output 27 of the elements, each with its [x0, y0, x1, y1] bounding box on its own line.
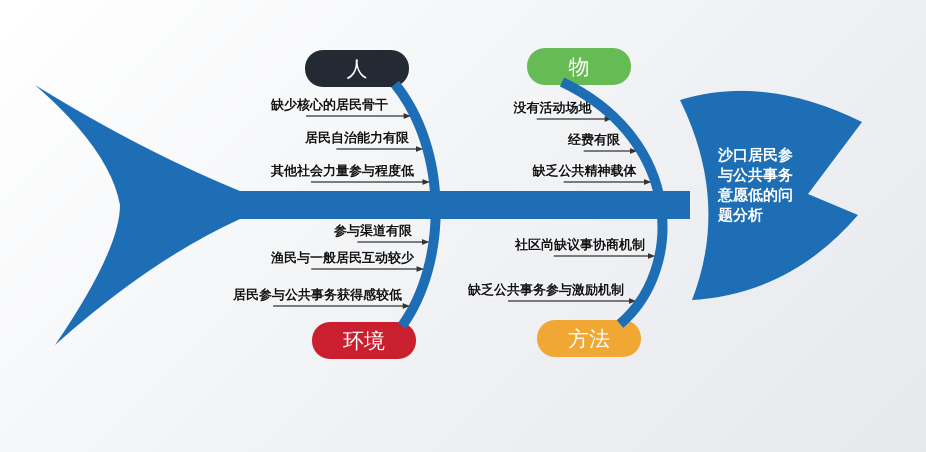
- arrow: [584, 148, 638, 154]
- arrow: [357, 239, 430, 245]
- cause-text: 参与渠道有限: [334, 224, 412, 240]
- arrow: [564, 179, 652, 185]
- cause-text: 缺乏公共精神载体: [532, 164, 636, 180]
- arrow: [508, 298, 636, 304]
- cause-text: 居民参与公共事务获得感较低: [233, 288, 402, 304]
- category-label: 物: [527, 48, 631, 85]
- cause-text: 居民自治能力有限: [305, 131, 410, 147]
- cause-text: 没有活动场地: [513, 101, 592, 117]
- arrow: [311, 266, 424, 272]
- arrow: [554, 253, 656, 259]
- category-label: 方法: [537, 320, 641, 357]
- arrow: [273, 303, 410, 309]
- arrow: [336, 146, 424, 152]
- arrow: [311, 179, 430, 185]
- cause-text: 缺少核心的居民骨干: [271, 98, 388, 114]
- cause-text: 社区尚缺议事协商机制: [514, 238, 645, 254]
- category-label: 人: [305, 50, 409, 87]
- category-label: 环境: [312, 322, 416, 359]
- cause-text: 经费有限: [568, 133, 620, 149]
- cause-text: 其他社会力量参与程度低: [271, 164, 414, 180]
- arrow: [306, 113, 411, 119]
- cause-text: 渔民与一般居民互动较少: [271, 251, 414, 267]
- cause-text: 缺乏公共事务参与激励机制: [468, 283, 624, 299]
- arrow: [536, 116, 612, 122]
- problem-title: 沙口居民参与公共事务意愿低的问题分析: [718, 145, 794, 225]
